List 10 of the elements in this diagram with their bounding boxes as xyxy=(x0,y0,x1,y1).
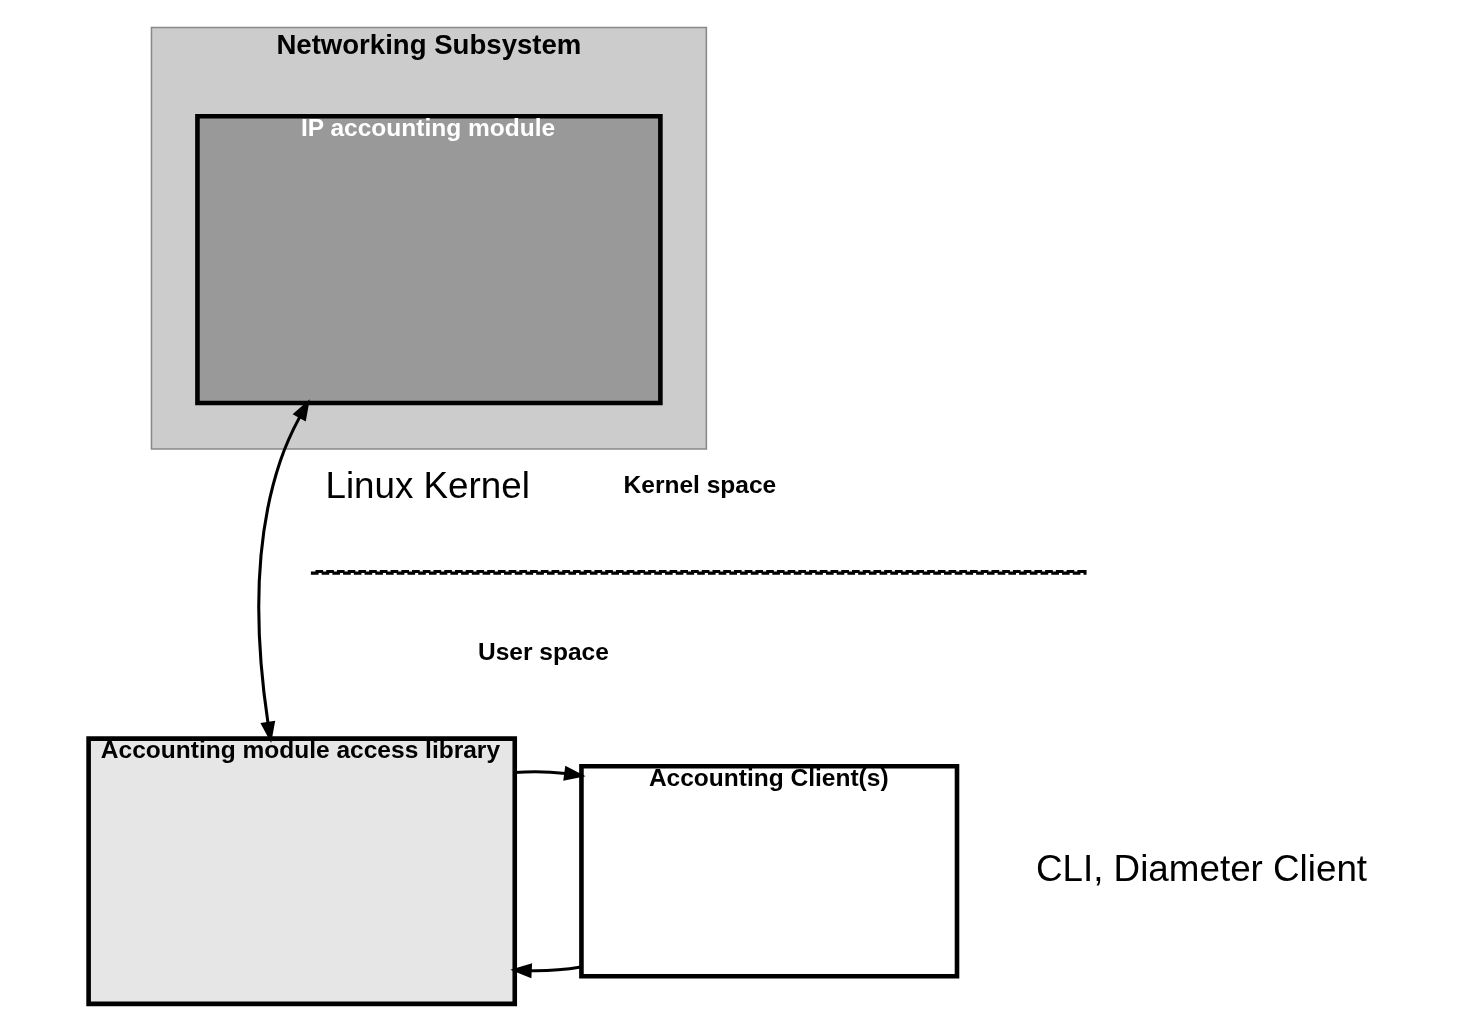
node-box: IP accounting module xyxy=(194,113,663,405)
label: User space xyxy=(477,637,609,665)
arrow xyxy=(256,398,310,743)
node-box: Accounting module access library xyxy=(85,735,517,1006)
node-box: Accounting Client(s) xyxy=(578,763,959,979)
arrow xyxy=(514,765,586,781)
arrow xyxy=(509,962,581,978)
label: CLI, Diameter Client xyxy=(1035,847,1367,889)
label: Kernel space xyxy=(623,470,776,498)
label: Linux Kernel xyxy=(324,464,530,506)
